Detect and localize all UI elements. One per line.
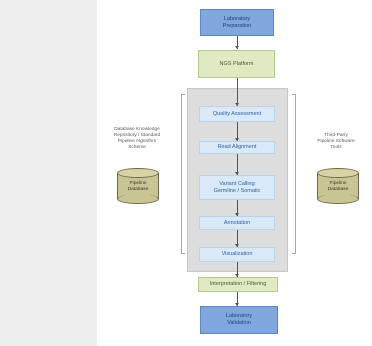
connector-line [237,230,238,247]
right-bracket [292,94,296,254]
interpretation-filtering-box: Interpretation / Filtering [198,277,278,292]
arrow-head [235,103,239,106]
left-bracket [181,94,185,254]
arrow-head [235,274,239,277]
left-blank-panel [0,0,97,346]
quality-assessment-step: Quality Assessment [199,106,275,122]
variant-calling-step: Variant Calling Germline / Somatic [199,175,275,200]
arrow-head [235,172,239,175]
annotation-step: Annotation [199,216,275,230]
connector-line [237,262,238,277]
visualization-step: Visualization [199,247,275,262]
arrow-head [235,46,239,49]
right-database-label: Pipeline Database [327,181,349,192]
connector-line [237,78,238,106]
left-database-label: Pipeline Database [127,181,149,192]
laboratory-preparation-box: Laboratory Preparation [200,9,274,36]
connector-line [237,122,238,141]
connector-line [237,36,238,49]
arrow-head [235,213,239,216]
left-caption: Database Knowledge Repository / Standard… [113,127,161,150]
arrow-head [235,138,239,141]
arrow-head [235,244,239,247]
ngs-platform-box: NGS Platform [198,50,275,78]
connector-line [237,154,238,175]
right-caption: Third-Party Pipeline Software Tools [317,133,355,150]
laboratory-validation-box: Laboratory Validation [200,306,278,334]
read-alignment-step: Read Alignment [199,141,275,154]
left-database-icon: Pipeline Database [117,168,159,204]
right-database-icon: Pipeline Database [317,168,359,204]
arrow-head [235,303,239,306]
connector-line [237,200,238,216]
connector-line [237,292,238,306]
